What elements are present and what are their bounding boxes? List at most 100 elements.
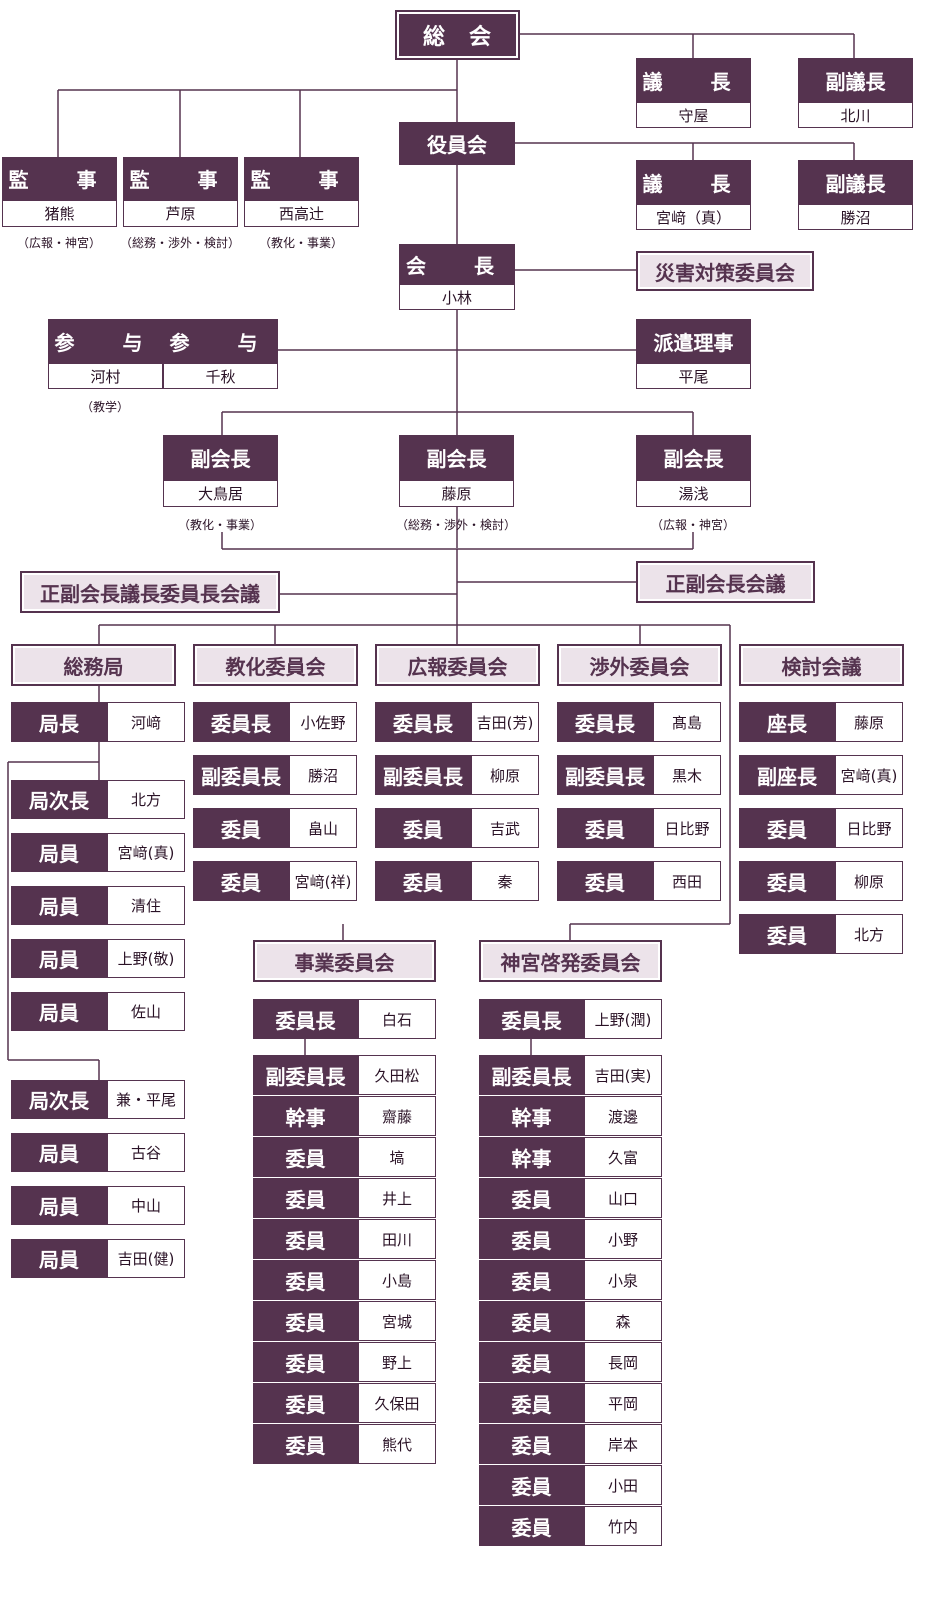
business-member-4-role: 委員 — [253, 1219, 358, 1259]
general-affairs-g2-0-role: 局次長 — [11, 1080, 107, 1119]
auditor-1-title: 監 事 — [123, 157, 238, 200]
shrine-member-2-role: 幹事 — [479, 1137, 584, 1177]
general-affairs-g1-3-role: 局員 — [11, 939, 107, 978]
business-committee-header: 事業委員会 — [253, 940, 436, 982]
auditor-1-note: （総務・渉外・検討） — [119, 236, 240, 250]
committee-0-member-3-name: 宮﨑(祥) — [289, 861, 357, 901]
auditor-1-name: 芦原 — [123, 200, 238, 227]
vice-president-1-title: 副会長 — [399, 435, 514, 480]
committee-3-member-4-role: 委員 — [739, 914, 835, 954]
general-affairs-header: 総務局 — [11, 644, 176, 686]
committee-3-member-4-name: 北方 — [835, 914, 903, 954]
committee-3-member-0-name: 藤原 — [835, 702, 903, 742]
shrine-member-2-name: 久富 — [584, 1137, 662, 1177]
vice-president-1-name: 藤原 — [399, 480, 514, 507]
dispatch-director-name: 平尾 — [636, 363, 751, 389]
committee-3-member-2-name: 日比野 — [835, 808, 903, 848]
general-assembly-box: 総 会 — [395, 10, 520, 60]
business-member-9-role: 委員 — [253, 1424, 358, 1464]
shrine-member-5-name: 小泉 — [584, 1260, 662, 1300]
general-affairs-g1-2-role: 局員 — [11, 886, 107, 925]
general-affairs-head-role: 局長 — [11, 702, 107, 742]
shrine-member-9-role: 委員 — [479, 1424, 584, 1464]
shrine-member-8-name: 平岡 — [584, 1383, 662, 1423]
assembly-chair-name: 守屋 — [636, 102, 751, 128]
committee-2-member-2-name: 日比野 — [653, 808, 721, 848]
disaster-committee-box: 災害対策委員会 — [636, 251, 814, 291]
committee-0-header: 教化委員会 — [193, 644, 358, 686]
shrine-member-0-name: 吉田(実) — [584, 1055, 662, 1095]
committee-3-member-1-name: 宮﨑(真) — [835, 755, 903, 795]
committee-3-member-2-role: 委員 — [739, 808, 835, 848]
committee-2-member-3-role: 委員 — [557, 861, 653, 901]
committee-1-member-3-role: 委員 — [375, 861, 471, 901]
committee-1-member-2-role: 委員 — [375, 808, 471, 848]
shrine-member-10-name: 小田 — [584, 1465, 662, 1505]
general-affairs-g2-2-name: 中山 — [107, 1186, 185, 1225]
committee-0-member-0-name: 小佐野 — [289, 702, 357, 742]
auditor-2-name: 西高辻 — [244, 200, 359, 227]
vice-president-1-note: （総務・渉外・検討） — [395, 518, 516, 532]
business-member-3-role: 委員 — [253, 1178, 358, 1218]
business-member-5-role: 委員 — [253, 1260, 358, 1300]
committee-1-member-2-name: 吉武 — [471, 808, 539, 848]
general-affairs-g2-3-role: 局員 — [11, 1239, 107, 1278]
shrine-chair-name: 上野(潤) — [584, 999, 662, 1039]
general-affairs-g2-0-name: 兼・平尾 — [107, 1080, 185, 1119]
shrine-member-7-role: 委員 — [479, 1342, 584, 1382]
committee-2-member-2-role: 委員 — [557, 808, 653, 848]
vice-president-0-title: 副会長 — [163, 435, 278, 480]
general-affairs-g2-1-role: 局員 — [11, 1133, 107, 1172]
vice-president-0-name: 大鳥居 — [163, 480, 278, 507]
president-title: 会 長 — [399, 244, 515, 284]
shrine-committee-header: 神宮啓発委員会 — [479, 940, 662, 982]
auditor-2-note: （教化・事業） — [258, 236, 343, 250]
assembly-vice-chair-title: 副議長 — [798, 58, 913, 102]
shrine-member-3-role: 委員 — [479, 1178, 584, 1218]
officers-vice-chair-name: 勝沼 — [798, 204, 913, 230]
auditor-0-note: （広報・神宮） — [16, 236, 101, 250]
committee-0-member-2-role: 委員 — [193, 808, 289, 848]
general-affairs-g1-4-role: 局員 — [11, 992, 107, 1031]
general-affairs-g1-3-name: 上野(敬) — [107, 939, 185, 978]
shrine-member-11-name: 竹内 — [584, 1506, 662, 1546]
shrine-member-1-role: 幹事 — [479, 1096, 584, 1136]
committee-1-member-1-name: 柳原 — [471, 755, 539, 795]
business-chair-role: 委員長 — [253, 999, 358, 1039]
business-member-5-name: 小島 — [358, 1260, 436, 1300]
committee-0-member-1-role: 副委員長 — [193, 755, 289, 795]
committee-2-header: 渉外委員会 — [557, 644, 722, 686]
general-affairs-g2-3-name: 吉田(健) — [107, 1239, 185, 1278]
general-affairs-g1-1-name: 宮﨑(真) — [107, 833, 185, 872]
business-member-1-name: 齋藤 — [358, 1096, 436, 1136]
vice-president-2-title: 副会長 — [636, 435, 751, 480]
business-member-7-role: 委員 — [253, 1342, 358, 1382]
general-affairs-g2-2-role: 局員 — [11, 1186, 107, 1225]
general-affairs-g1-1-role: 局員 — [11, 833, 107, 872]
committee-1-member-0-name: 吉田(芳) — [471, 702, 539, 742]
committee-2-member-3-name: 西田 — [653, 861, 721, 901]
vice-president-2-note: （広報・神宮） — [650, 518, 735, 532]
business-member-0-name: 久田松 — [358, 1055, 436, 1095]
general-affairs-g1-2-name: 清住 — [107, 886, 185, 925]
assembly-chair-title: 議 長 — [636, 58, 751, 102]
officers-chair-name: 宮﨑（真） — [636, 204, 751, 230]
shrine-chair-role: 委員長 — [479, 999, 584, 1039]
shrine-member-6-name: 森 — [584, 1301, 662, 1341]
business-member-3-name: 井上 — [358, 1178, 436, 1218]
shrine-member-1-name: 渡邊 — [584, 1096, 662, 1136]
business-member-2-role: 委員 — [253, 1137, 358, 1177]
general-affairs-g1-0-name: 北方 — [107, 780, 185, 819]
committee-1-member-1-role: 副委員長 — [375, 755, 471, 795]
business-member-7-name: 野上 — [358, 1342, 436, 1382]
business-chair-name: 白石 — [358, 999, 436, 1039]
committee-0-member-3-role: 委員 — [193, 861, 289, 901]
general-affairs-g1-4-name: 佐山 — [107, 992, 185, 1031]
advisor-0-note: （教学） — [80, 400, 129, 414]
shrine-member-11-role: 委員 — [479, 1506, 584, 1546]
committee-0-member-2-name: 畠山 — [289, 808, 357, 848]
shrine-member-9-name: 岸本 — [584, 1424, 662, 1464]
committee-3-header: 検討会議 — [739, 644, 904, 686]
advisor-1-title: 参 与 — [163, 319, 278, 363]
